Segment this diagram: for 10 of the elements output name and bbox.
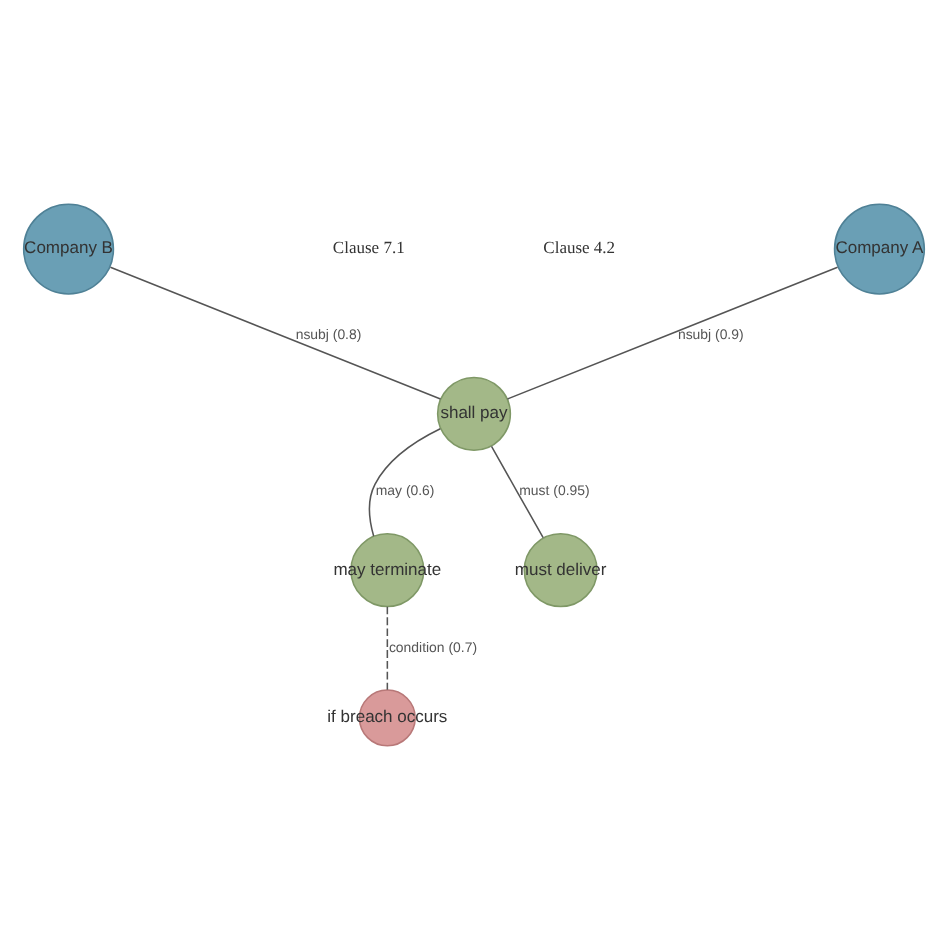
connector [109,265,442,399]
node-circle: Company A [833,202,926,294]
connector [368,427,442,536]
node-circle: Company B [22,202,115,294]
connector [490,444,544,538]
label: Clause 7.1 [332,236,405,257]
connector [386,604,389,690]
node-circle: shall pay [436,375,512,450]
connector [506,265,839,399]
label: Clause 4.2 [543,236,616,257]
